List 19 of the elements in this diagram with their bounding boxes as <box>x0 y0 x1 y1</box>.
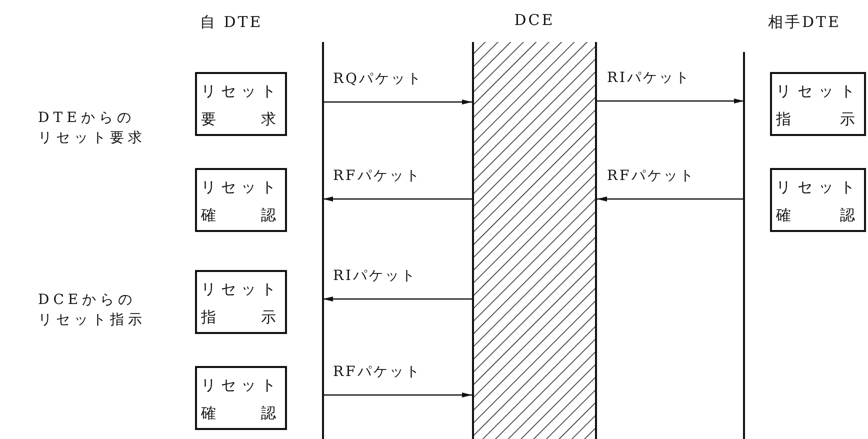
side-label: DTEからのリセット要求 <box>38 109 147 148</box>
arrow <box>323 100 472 104</box>
event-box: リセット要求 <box>195 72 287 136</box>
lifeline <box>322 42 324 439</box>
side-label: DCEからのリセット指示 <box>38 291 147 330</box>
arrow <box>323 392 472 398</box>
arrow <box>323 196 472 202</box>
event-box: リセット確認 <box>770 168 866 232</box>
event-box: リセット確認 <box>195 366 287 430</box>
event-box: リセット指示 <box>195 270 287 334</box>
column-heading: 相手DTE <box>768 12 841 32</box>
arrow <box>597 98 744 104</box>
event-box: リセット指示 <box>770 72 866 136</box>
arrow <box>597 196 744 202</box>
band-heading: DCE <box>513 10 556 30</box>
arrow <box>323 296 472 302</box>
lifeline <box>743 52 745 439</box>
column-heading: 自 DTE <box>200 12 263 32</box>
event-box: リセット確認 <box>195 168 287 232</box>
